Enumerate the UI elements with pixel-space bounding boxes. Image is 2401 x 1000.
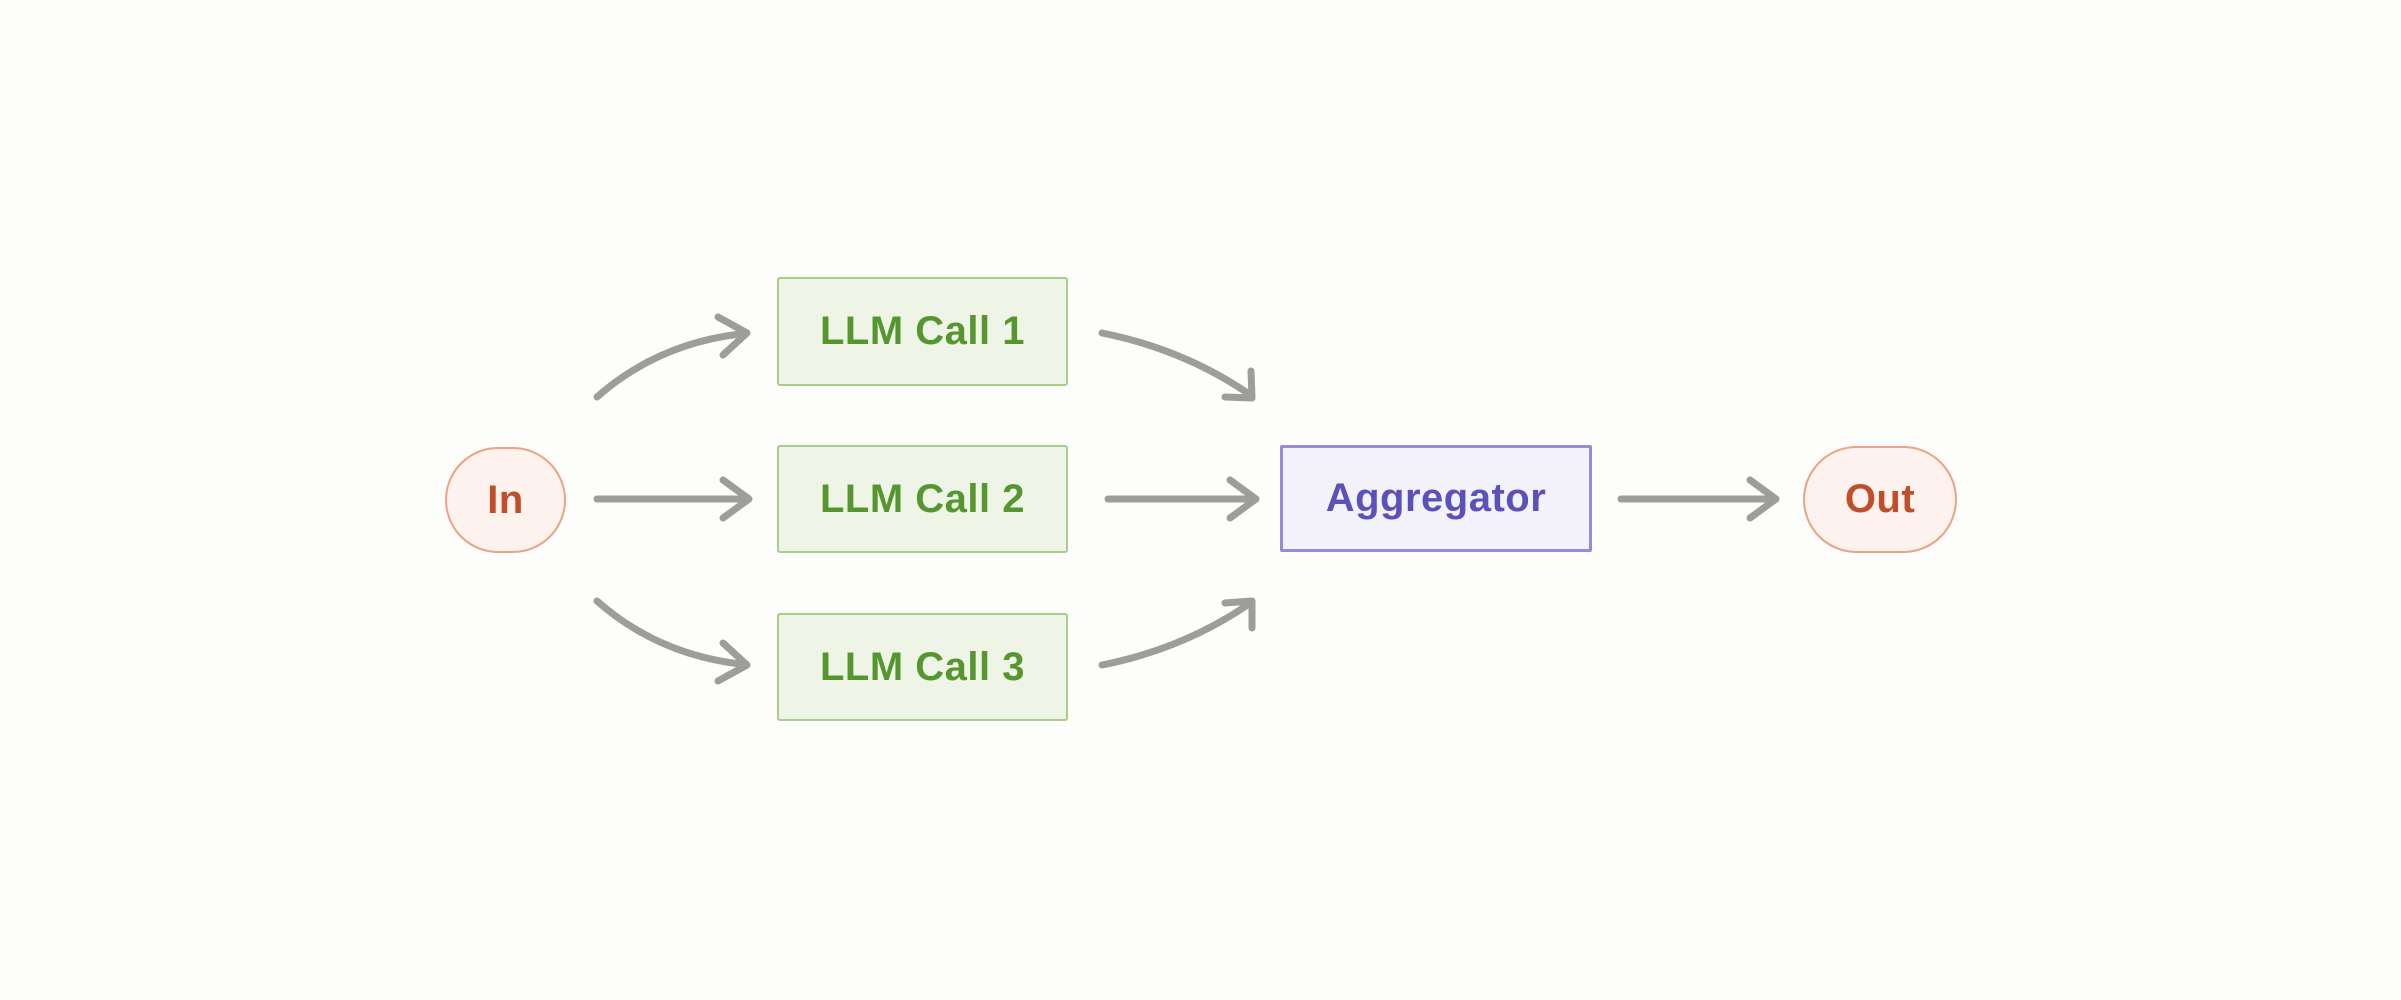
node-in-label: In [487, 477, 524, 522]
arrow-in-to-llm2-icon [593, 476, 753, 522]
node-llm-call-2-label: LLM Call 2 [819, 476, 1026, 521]
arrow-in-to-llm3-icon [593, 597, 751, 685]
node-llm-call-3-label: LLM Call 3 [819, 644, 1026, 689]
node-in: In [445, 447, 566, 553]
node-out-label: Out [1844, 477, 1916, 521]
arrow-llm2-to-aggregator-icon [1104, 476, 1260, 522]
node-out: Out [1803, 446, 1957, 553]
node-llm-call-1: LLM Call 1 [777, 277, 1068, 386]
node-llm-call-2: LLM Call 2 [777, 445, 1068, 553]
arrow-aggregator-to-out-icon [1617, 476, 1780, 522]
node-aggregator: Aggregator [1280, 445, 1592, 552]
node-llm-call-3: LLM Call 3 [777, 613, 1068, 721]
node-llm-call-1-label: LLM Call 1 [819, 309, 1026, 353]
node-aggregator-label: Aggregator [1325, 476, 1547, 520]
arrow-llm1-to-aggregator-icon [1098, 329, 1256, 402]
arrow-in-to-llm1-icon [593, 313, 751, 401]
arrow-llm3-to-aggregator-icon [1098, 597, 1256, 669]
